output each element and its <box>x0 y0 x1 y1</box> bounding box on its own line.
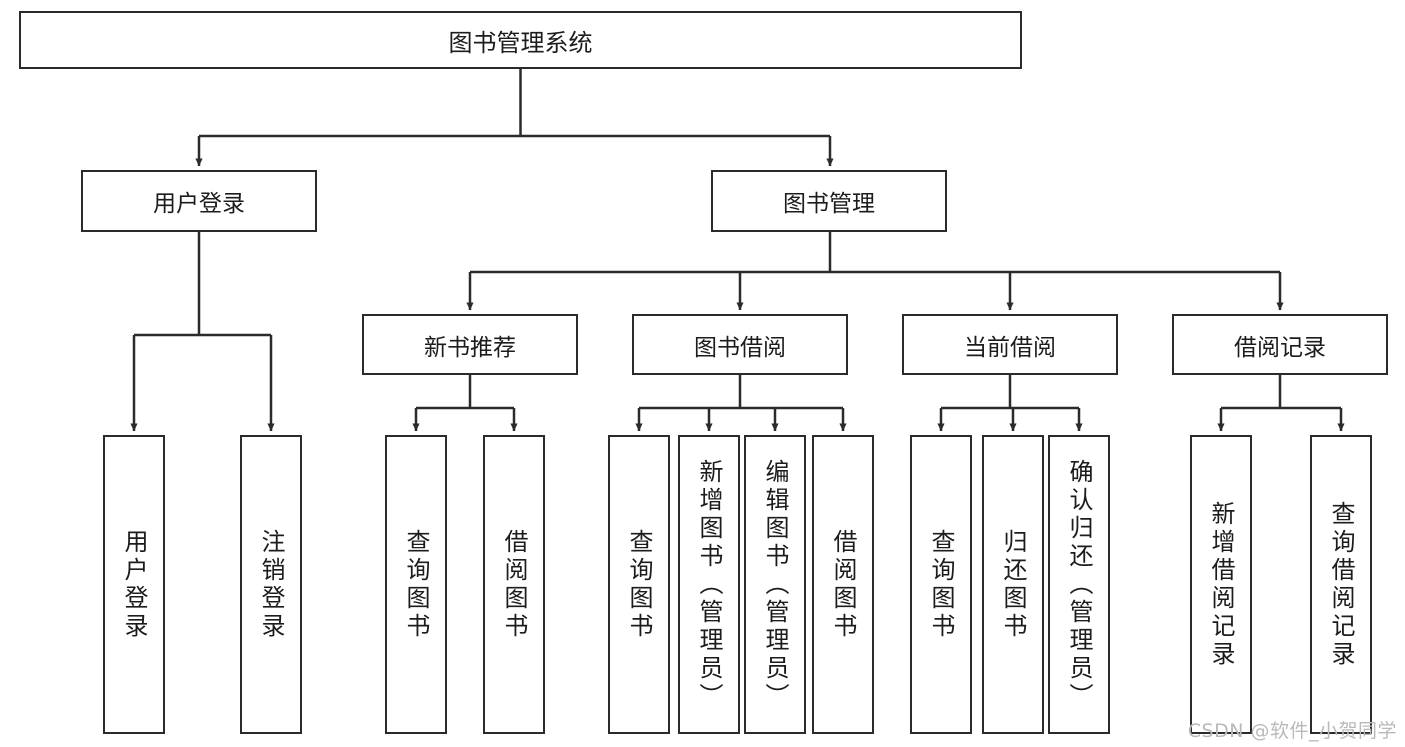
node-label: 用户登录 <box>153 191 245 217</box>
node-leaf-query-book-1[interactable]: 查询图书 <box>385 435 447 734</box>
node-label: 图书管理 <box>783 191 875 217</box>
node-leaf-query-record[interactable]: 查询借阅记录 <box>1310 435 1372 734</box>
node-leaf-add-record[interactable]: 新增借阅记录 <box>1190 435 1252 734</box>
node-label: 借阅图书 <box>500 528 528 641</box>
node-label: 新增借阅记录 <box>1207 500 1235 669</box>
node-new-book-rec[interactable]: 新书推荐 <box>362 314 578 375</box>
node-borrow-record[interactable]: 借阅记录 <box>1172 314 1388 375</box>
node-root-system[interactable]: 图书管理系统 <box>19 11 1022 69</box>
node-book-borrow[interactable]: 图书借阅 <box>632 314 848 375</box>
node-leaf-add-book[interactable]: 新增图书（管理员） <box>678 435 740 734</box>
node-label: 图书借阅 <box>694 334 786 361</box>
node-label: 查询图书 <box>927 528 955 641</box>
node-leaf-confirm-return[interactable]: 确认归还（管理员） <box>1048 435 1110 734</box>
node-book-manage[interactable]: 图书管理 <box>711 170 947 232</box>
node-user-login[interactable]: 用户登录 <box>81 170 317 232</box>
node-leaf-user-login[interactable]: 用户登录 <box>103 435 165 734</box>
node-label: 新增图书（管理员） <box>695 458 723 711</box>
node-label: 借阅图书 <box>829 528 857 641</box>
node-label: 确认归还（管理员） <box>1065 458 1093 711</box>
node-leaf-query-book-3[interactable]: 查询图书 <box>910 435 972 734</box>
node-leaf-edit-book[interactable]: 编辑图书（管理员） <box>744 435 806 734</box>
node-label: 编辑图书（管理员） <box>761 458 789 711</box>
node-leaf-logout[interactable]: 注销登录 <box>240 435 302 734</box>
node-leaf-borrow-book-2[interactable]: 借阅图书 <box>812 435 874 734</box>
node-label: 查询借阅记录 <box>1327 500 1355 669</box>
node-current-borrow[interactable]: 当前借阅 <box>902 314 1118 375</box>
node-label: 查询图书 <box>625 528 653 641</box>
node-label: 用户登录 <box>120 528 148 641</box>
node-label: 查询图书 <box>402 528 430 641</box>
node-label: 注销登录 <box>257 528 285 641</box>
watermark: CSDN @软件_小贺同学 <box>1187 720 1397 742</box>
node-label: 归还图书 <box>999 528 1027 641</box>
node-label: 新书推荐 <box>424 334 516 361</box>
node-leaf-query-book-2[interactable]: 查询图书 <box>608 435 670 734</box>
node-leaf-borrow-book-1[interactable]: 借阅图书 <box>483 435 545 734</box>
node-label: 当前借阅 <box>964 334 1056 361</box>
node-leaf-return-book[interactable]: 归还图书 <box>982 435 1044 734</box>
node-label: 图书管理系统 <box>448 28 593 57</box>
node-label: 借阅记录 <box>1234 334 1326 361</box>
